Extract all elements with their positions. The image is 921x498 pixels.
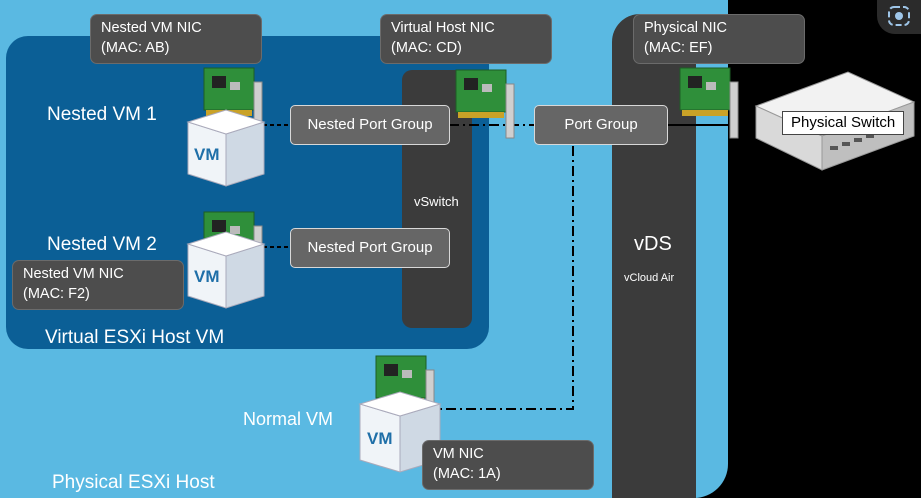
vm-box-text: VM <box>194 267 220 286</box>
virtual-host-nic-callout: Virtual Host NIC (MAC: CD) <box>380 14 552 64</box>
vcloud-air-label: vCloud Air <box>624 272 675 284</box>
vm-box-icon: VM <box>186 231 266 309</box>
vm-box-text: VM <box>194 145 220 164</box>
nic-card-icon <box>455 69 515 139</box>
nested-vm-nic-callout: Nested VM NIC (MAC: AB) <box>90 14 262 64</box>
vm-box-icon: VM <box>358 391 442 473</box>
lens-button[interactable] <box>877 0 921 34</box>
vm-box-icon: VM <box>186 109 266 187</box>
callout-line2: (MAC: F2) <box>23 286 90 302</box>
physical-esxi-host-label: Physical ESXi Host <box>52 472 215 493</box>
vm-box-text: VM <box>367 429 393 448</box>
callout-line1: Nested VM NIC <box>101 20 202 36</box>
physical-nic-callout: Physical NIC (MAC: EF) <box>633 14 805 64</box>
nic-card-icon <box>203 67 263 137</box>
normal-vm-label: Normal VM <box>243 409 334 429</box>
port-group: Port Group <box>534 105 668 145</box>
callout-line1: VM NIC <box>433 446 484 462</box>
nested-vm-2-label: Nested VM 2 <box>47 234 157 255</box>
vswitch-label: vSwitch <box>414 194 459 209</box>
nested-vm-nic-2-callout: Nested VM NIC (MAC: F2) <box>12 260 184 310</box>
camera-icon <box>888 6 910 26</box>
callout-line2: (MAC: 1A) <box>433 466 501 482</box>
physical-switch-label: Physical Switch <box>782 111 905 135</box>
nic-card-icon <box>679 67 739 139</box>
nested-port-group-1: Nested Port Group <box>290 105 450 145</box>
callout-line1: Nested VM NIC <box>23 266 124 282</box>
nested-port-group-2: Nested Port Group <box>290 228 450 268</box>
callout-line2: (MAC: AB) <box>101 40 170 56</box>
callout-line1: Physical NIC <box>644 20 727 36</box>
callout-line2: (MAC: CD) <box>391 40 462 56</box>
nested-vm-1-label: Nested VM 1 <box>47 104 157 125</box>
vds-label: vDS <box>634 233 672 255</box>
callout-line2: (MAC: EF) <box>644 40 713 56</box>
virtual-esxi-host-label: Virtual ESXi Host VM <box>45 327 225 348</box>
vm-nic-callout: VM NIC (MAC: 1A) <box>422 440 594 490</box>
callout-line1: Virtual Host NIC <box>391 20 495 36</box>
